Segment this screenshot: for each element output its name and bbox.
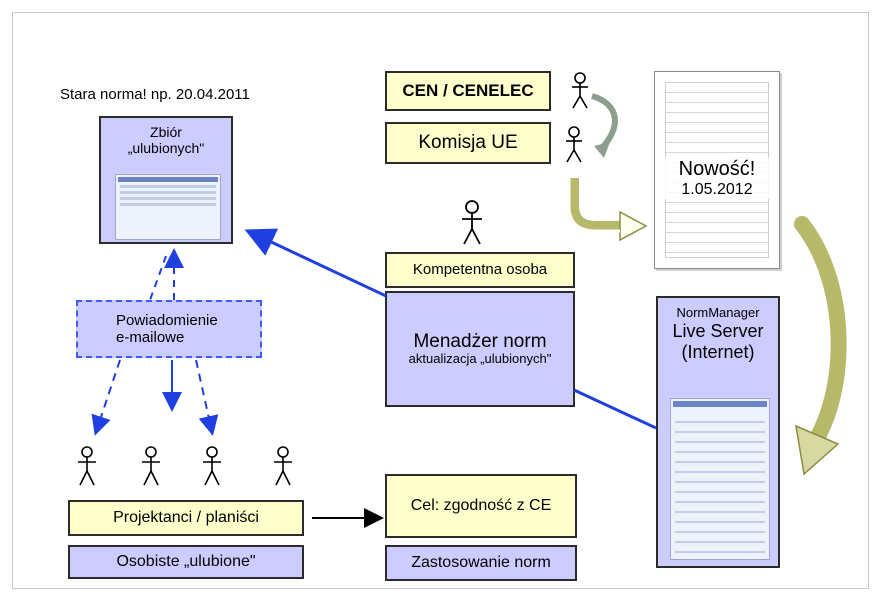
new-norm-date: 1.05.2012	[681, 181, 753, 198]
person-icon-designer-4	[274, 446, 292, 486]
new-norm-arrow	[569, 178, 622, 231]
live-server-box: NormManager Live Server (Internet)	[656, 296, 780, 568]
favorites-email-dashed-1	[149, 255, 167, 301]
person-icon-designer-2	[142, 446, 160, 486]
email-notification-box: Powiadomienie e-mailowe	[76, 300, 262, 358]
live-server-sheet-thumbnail	[670, 398, 770, 560]
favorites-collection-box: Zbiór „ulubionych"	[99, 116, 233, 244]
eu-commission-box: Komisja UE	[385, 122, 551, 164]
live-server-name: NormManager	[676, 305, 760, 320]
new-norm-document: Nowość! 1.05.2012	[654, 71, 780, 269]
cycle-arrow-icon	[591, 93, 618, 153]
person-icon-commission	[566, 126, 582, 163]
ce-compliance-goal-box: Cel: zgodność z CE	[385, 474, 577, 538]
email-to-designer-1	[91, 359, 121, 436]
favorites-title-line1: Zbiór	[150, 124, 182, 140]
norm-manager-subtitle: aktualizacja „ulubionych"	[408, 351, 552, 367]
live-server-title: Live Server	[672, 320, 764, 341]
personal-favorites-box: Osobiste „ulubione"	[68, 545, 304, 579]
email-notification-line1: Powiadomienie	[116, 311, 218, 329]
manager-to-favorites-arrow	[244, 228, 387, 298]
competent-person-box: Kompetentna osoba	[385, 252, 575, 288]
email-to-designer-3	[195, 359, 219, 436]
cen-cenelec-box: CEN / CENELEC	[385, 71, 551, 111]
new-norm-title: Nowość!	[678, 158, 756, 180]
norm-manager-title: Menadżer norm	[413, 330, 547, 352]
update-flow-arrow	[794, 216, 847, 448]
favorites-title-line2: „ulubionych"	[127, 140, 205, 157]
norms-application-box: Zastosowanie norm	[385, 545, 577, 581]
person-icon-designer-3	[203, 446, 221, 486]
live-server-subtitle: (Internet)	[681, 341, 755, 362]
server-to-manager-link	[573, 388, 657, 430]
designers-box: Projektanci / planiści	[68, 500, 304, 536]
old-norm-label: Stara norma! np. 20.04.2011	[60, 86, 250, 103]
person-icon-competent	[462, 200, 482, 245]
person-icon-cen	[572, 72, 588, 109]
email-notification-line2: e-mailowe	[116, 329, 185, 346]
norm-manager-box: Menadżer norm aktualizacja „ulubionych"	[385, 291, 575, 407]
favorites-sheet-thumbnail	[115, 174, 221, 240]
person-icon-designer-1	[78, 446, 96, 486]
